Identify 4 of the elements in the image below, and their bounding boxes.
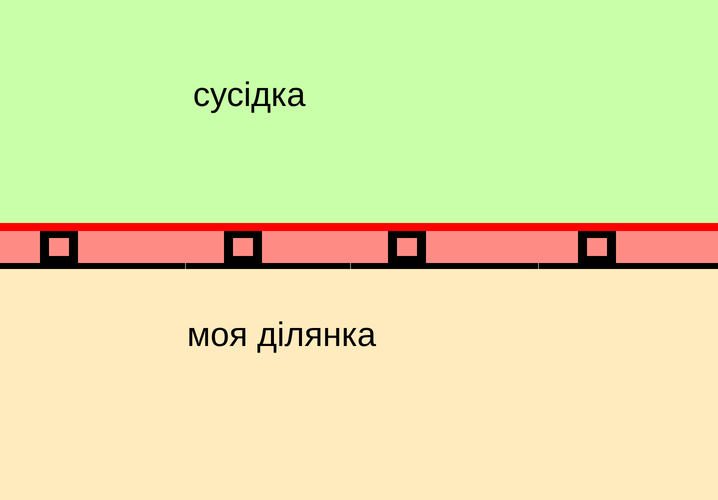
area-label: сусідка: [193, 78, 306, 112]
own-plot-area: [0, 266, 718, 500]
neighbor-plot-area: [0, 0, 718, 226]
area-label: моя ділянка: [187, 318, 376, 352]
